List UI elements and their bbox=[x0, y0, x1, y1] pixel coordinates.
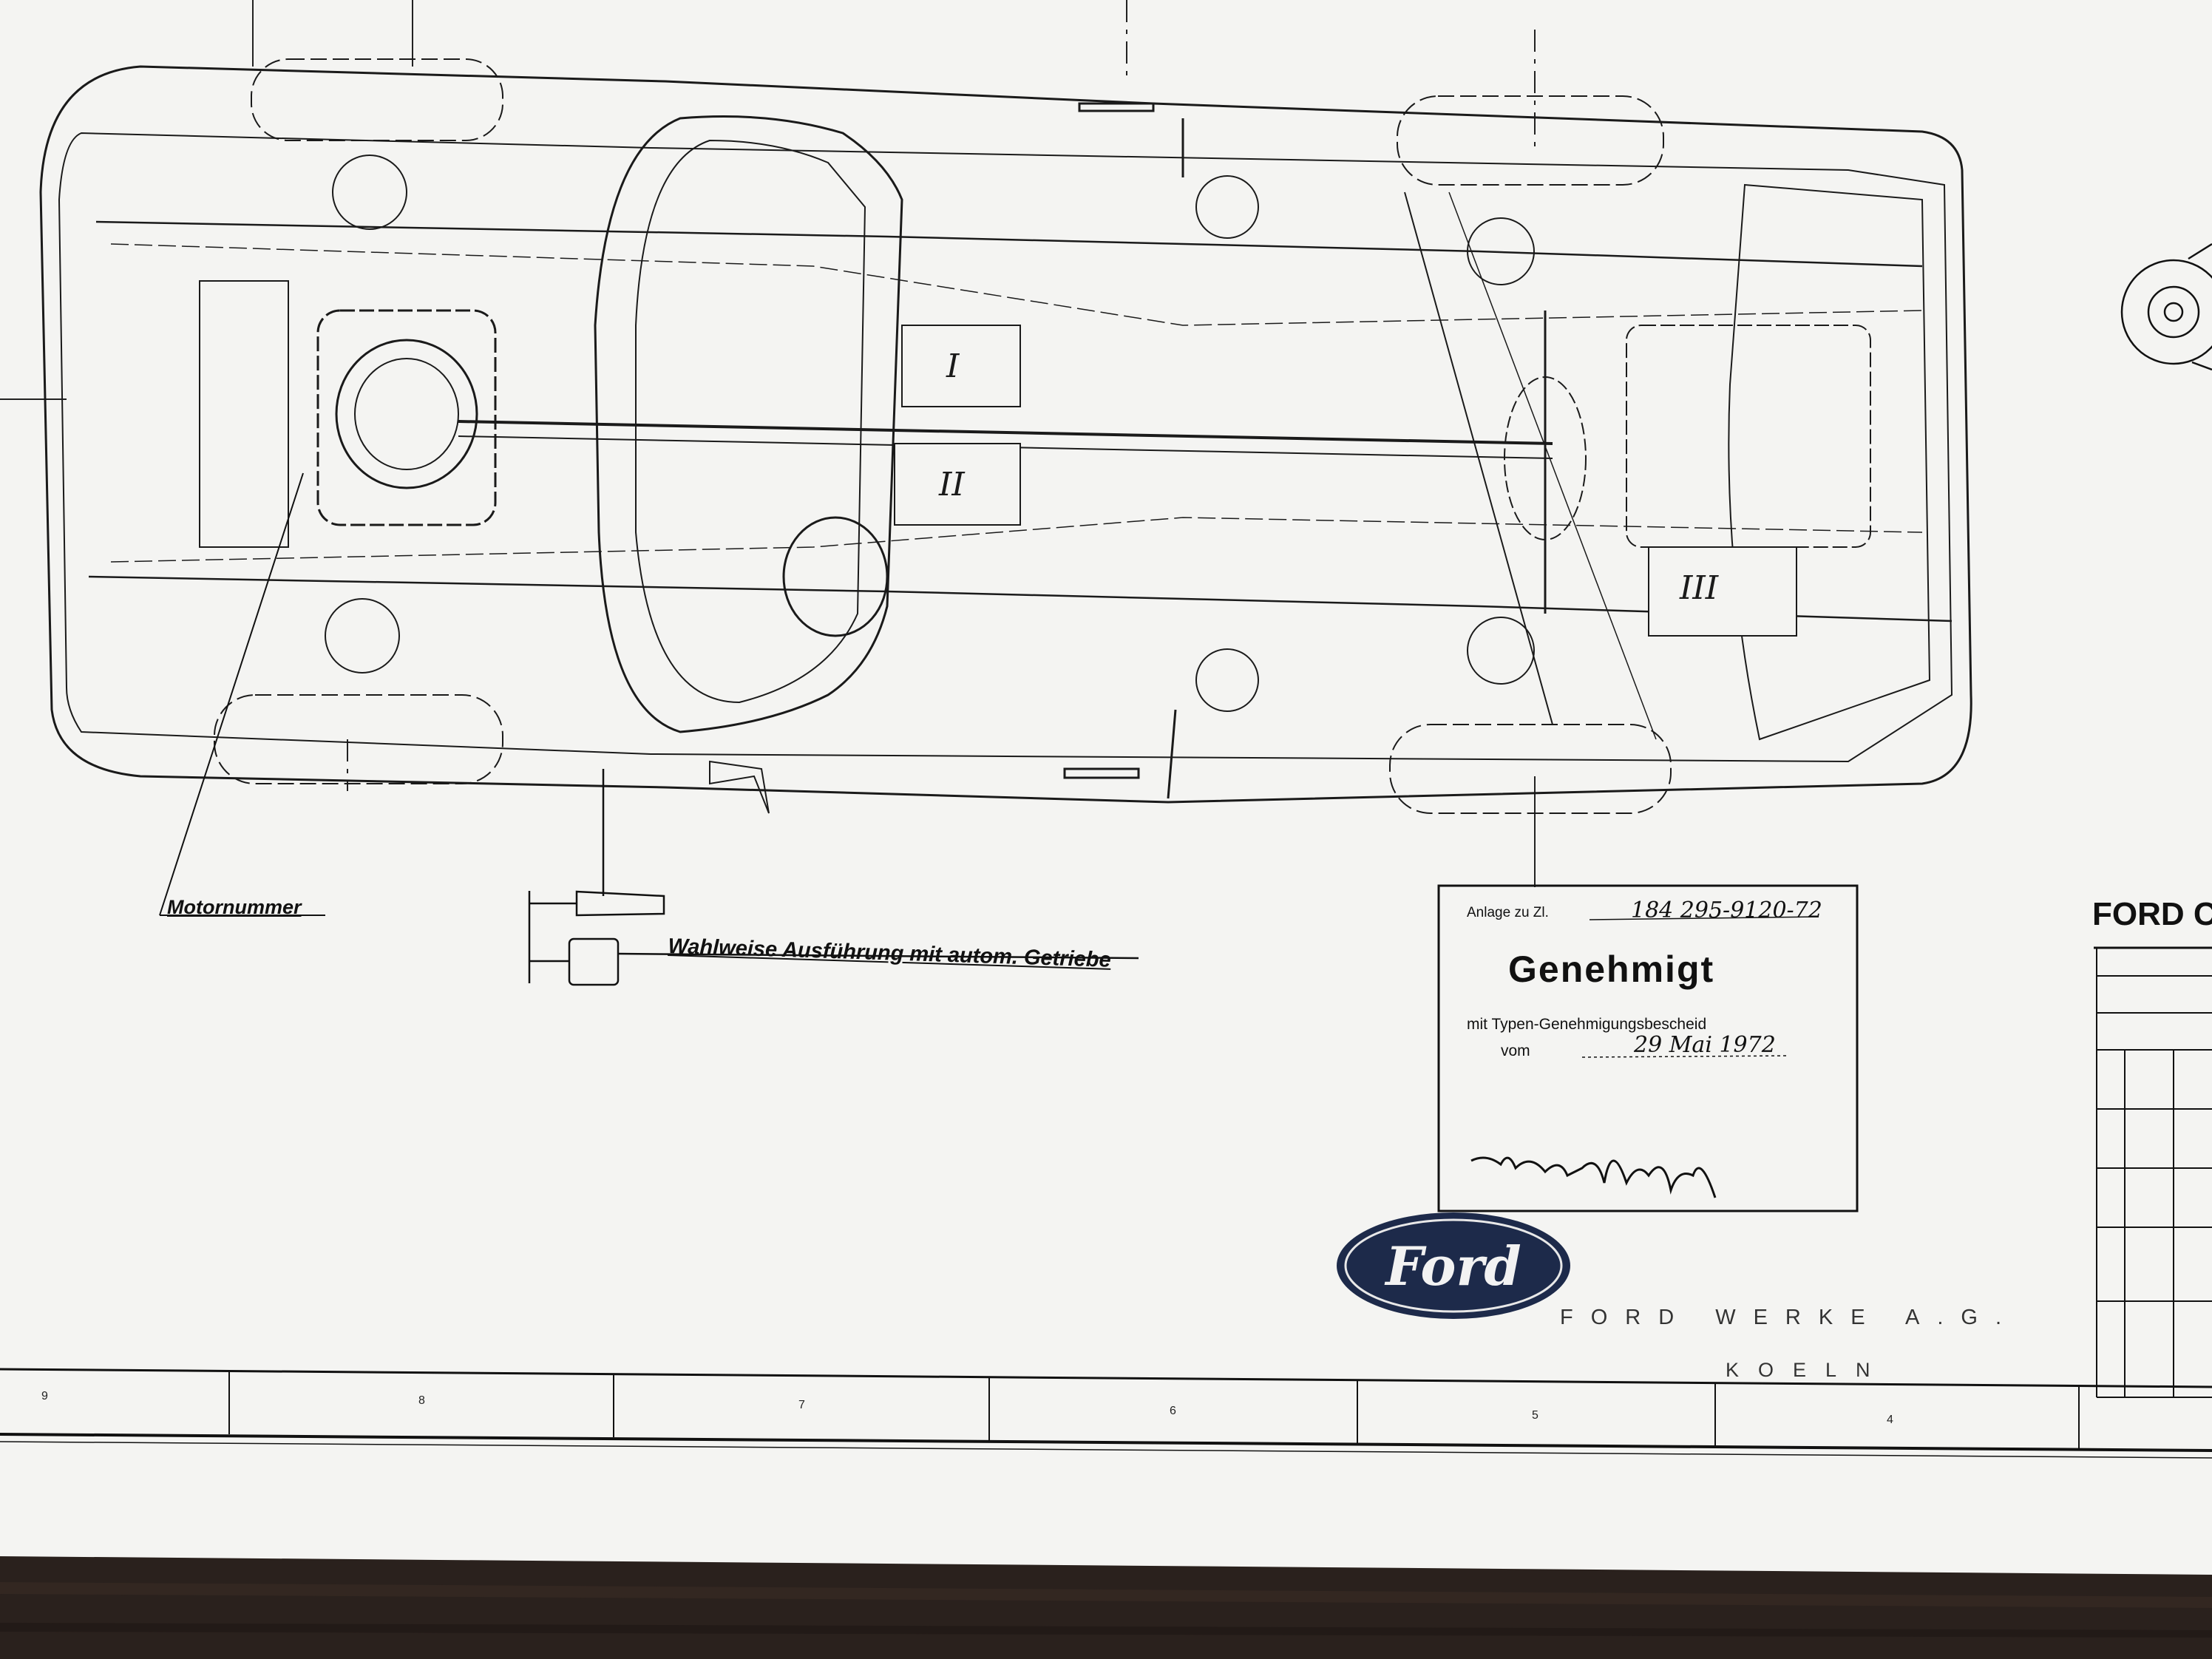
brake-detail-drawing bbox=[2120, 242, 2212, 371]
border-ruler bbox=[0, 1368, 2212, 1459]
company-city: KOELN bbox=[1726, 1359, 1890, 1381]
gearbox-option-symbol bbox=[528, 769, 1139, 986]
motor-number-label: Motornummer bbox=[167, 896, 302, 918]
ruler-number: 5 bbox=[1532, 1409, 1538, 1422]
ruler-number: 4 bbox=[1887, 1414, 1893, 1426]
stamp-date: 29 Mai 1972 bbox=[1634, 1032, 1776, 1058]
stamp-vom-label: vom bbox=[1501, 1042, 1530, 1059]
signature bbox=[1470, 1156, 1717, 1198]
ruler-number: 9 bbox=[41, 1390, 48, 1402]
zone-label-3: III bbox=[1679, 569, 1720, 607]
stamp-subtitle: mit Typen-Genehmigungsbescheid bbox=[1467, 1016, 1707, 1033]
ruler-number: 6 bbox=[1170, 1405, 1176, 1417]
title-block bbox=[2094, 946, 2212, 1398]
stamp-reference-number: 184 295-9120-72 bbox=[1631, 898, 1822, 923]
stamp-title: Genehmigt bbox=[1508, 949, 1715, 990]
title-block-heading: FORD C bbox=[2092, 896, 2212, 932]
zone-label-2: II bbox=[938, 466, 966, 503]
approval-stamp bbox=[1437, 884, 1859, 1212]
construction-lines bbox=[0, 0, 1536, 887]
paper-sheet bbox=[0, 0, 2212, 1575]
zone-label-1: I bbox=[946, 347, 960, 385]
ford-logo: Ford bbox=[1337, 1212, 1570, 1319]
zone-boxes bbox=[894, 325, 1797, 637]
stamp-anlage-label: Anlage zu Zl. bbox=[1467, 905, 1549, 920]
ruler-number: 7 bbox=[798, 1399, 805, 1411]
ruler-number: 8 bbox=[418, 1394, 425, 1407]
svg-text:Ford: Ford bbox=[1384, 1235, 1521, 1297]
car-top-view bbox=[39, 58, 1972, 814]
company-name: FORD WERKE A.G. bbox=[1560, 1306, 2020, 1329]
